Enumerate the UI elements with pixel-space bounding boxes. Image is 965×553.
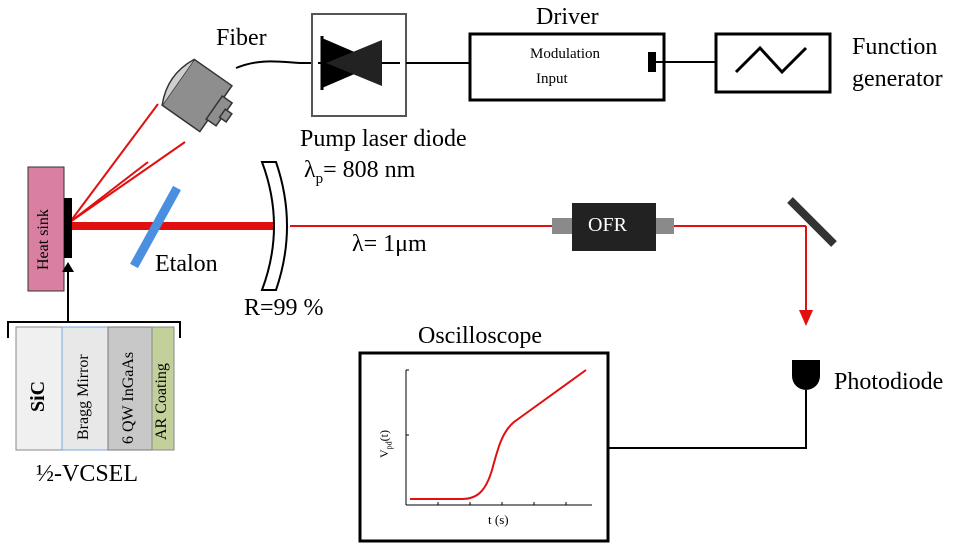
photodiode-label: Photodiode (834, 369, 944, 395)
photodiode-cable (608, 390, 807, 449)
plot-y-suffix: (t) (377, 430, 391, 442)
ofr-device (552, 203, 674, 251)
ofr-label: OFR (588, 214, 627, 236)
modulation-label: Modulation (530, 46, 600, 62)
reflectivity-label: R=99 % (244, 295, 324, 321)
pump-beams (69, 103, 186, 223)
output-coupler (260, 161, 288, 291)
vcsel-bracket (7, 321, 181, 338)
triangle-wave-icon (734, 45, 808, 75)
lambda-sub: p (315, 170, 324, 187)
pump-laser-diode (311, 13, 407, 117)
vcsel-layer-ar: AR Coating (153, 363, 170, 440)
etalon-label: Etalon (155, 251, 218, 277)
heat-sink-label: Heat sink (35, 209, 52, 270)
pump-diode-label: Pump laser diode (300, 126, 467, 152)
plot-y-sub: pd (384, 441, 394, 450)
driver-label: Driver (536, 4, 599, 30)
plot-x-label: t (s) (488, 512, 509, 527)
driver-box (468, 32, 666, 102)
lambda-label: λ= 1μm (352, 231, 427, 257)
photodiode-icon (792, 360, 820, 390)
arrow-head (62, 262, 74, 272)
vcsel-stack (15, 326, 175, 451)
modulation-port (648, 52, 656, 72)
lambda-symbol: λ (304, 157, 316, 183)
plot-y-label: Vpd(t) (377, 430, 394, 458)
lambda-p-value: = 808 nm (323, 157, 416, 183)
plot-y-var: V (377, 449, 391, 458)
fiber-label: Fiber (216, 25, 267, 51)
vcsel-layer-bragg: Bragg Mirror (75, 354, 92, 440)
heat-sink-block (27, 166, 65, 292)
fiber-cable (235, 60, 318, 69)
pump-wavelength-label: λp= 808 nm (304, 158, 415, 187)
input-label: Input (536, 71, 568, 87)
signal-curve (410, 369, 587, 500)
fold-mirror (787, 197, 837, 247)
beam-arrow (799, 310, 813, 326)
gain-chip (64, 198, 72, 258)
generator-label: generator (852, 66, 943, 92)
vcsel-layer-sic: SiC (27, 380, 49, 412)
etalon-plate (130, 185, 181, 269)
cavity-beam (72, 222, 282, 230)
vcsel-layer-qw: 6 QW InGaAs (120, 351, 137, 444)
lens-housing (161, 58, 234, 133)
vcsel-label: ½-VCSEL (36, 461, 138, 487)
oscilloscope-plot (405, 369, 592, 506)
oscilloscope-label: Oscilloscope (418, 323, 542, 349)
function-label: Function (852, 34, 938, 60)
